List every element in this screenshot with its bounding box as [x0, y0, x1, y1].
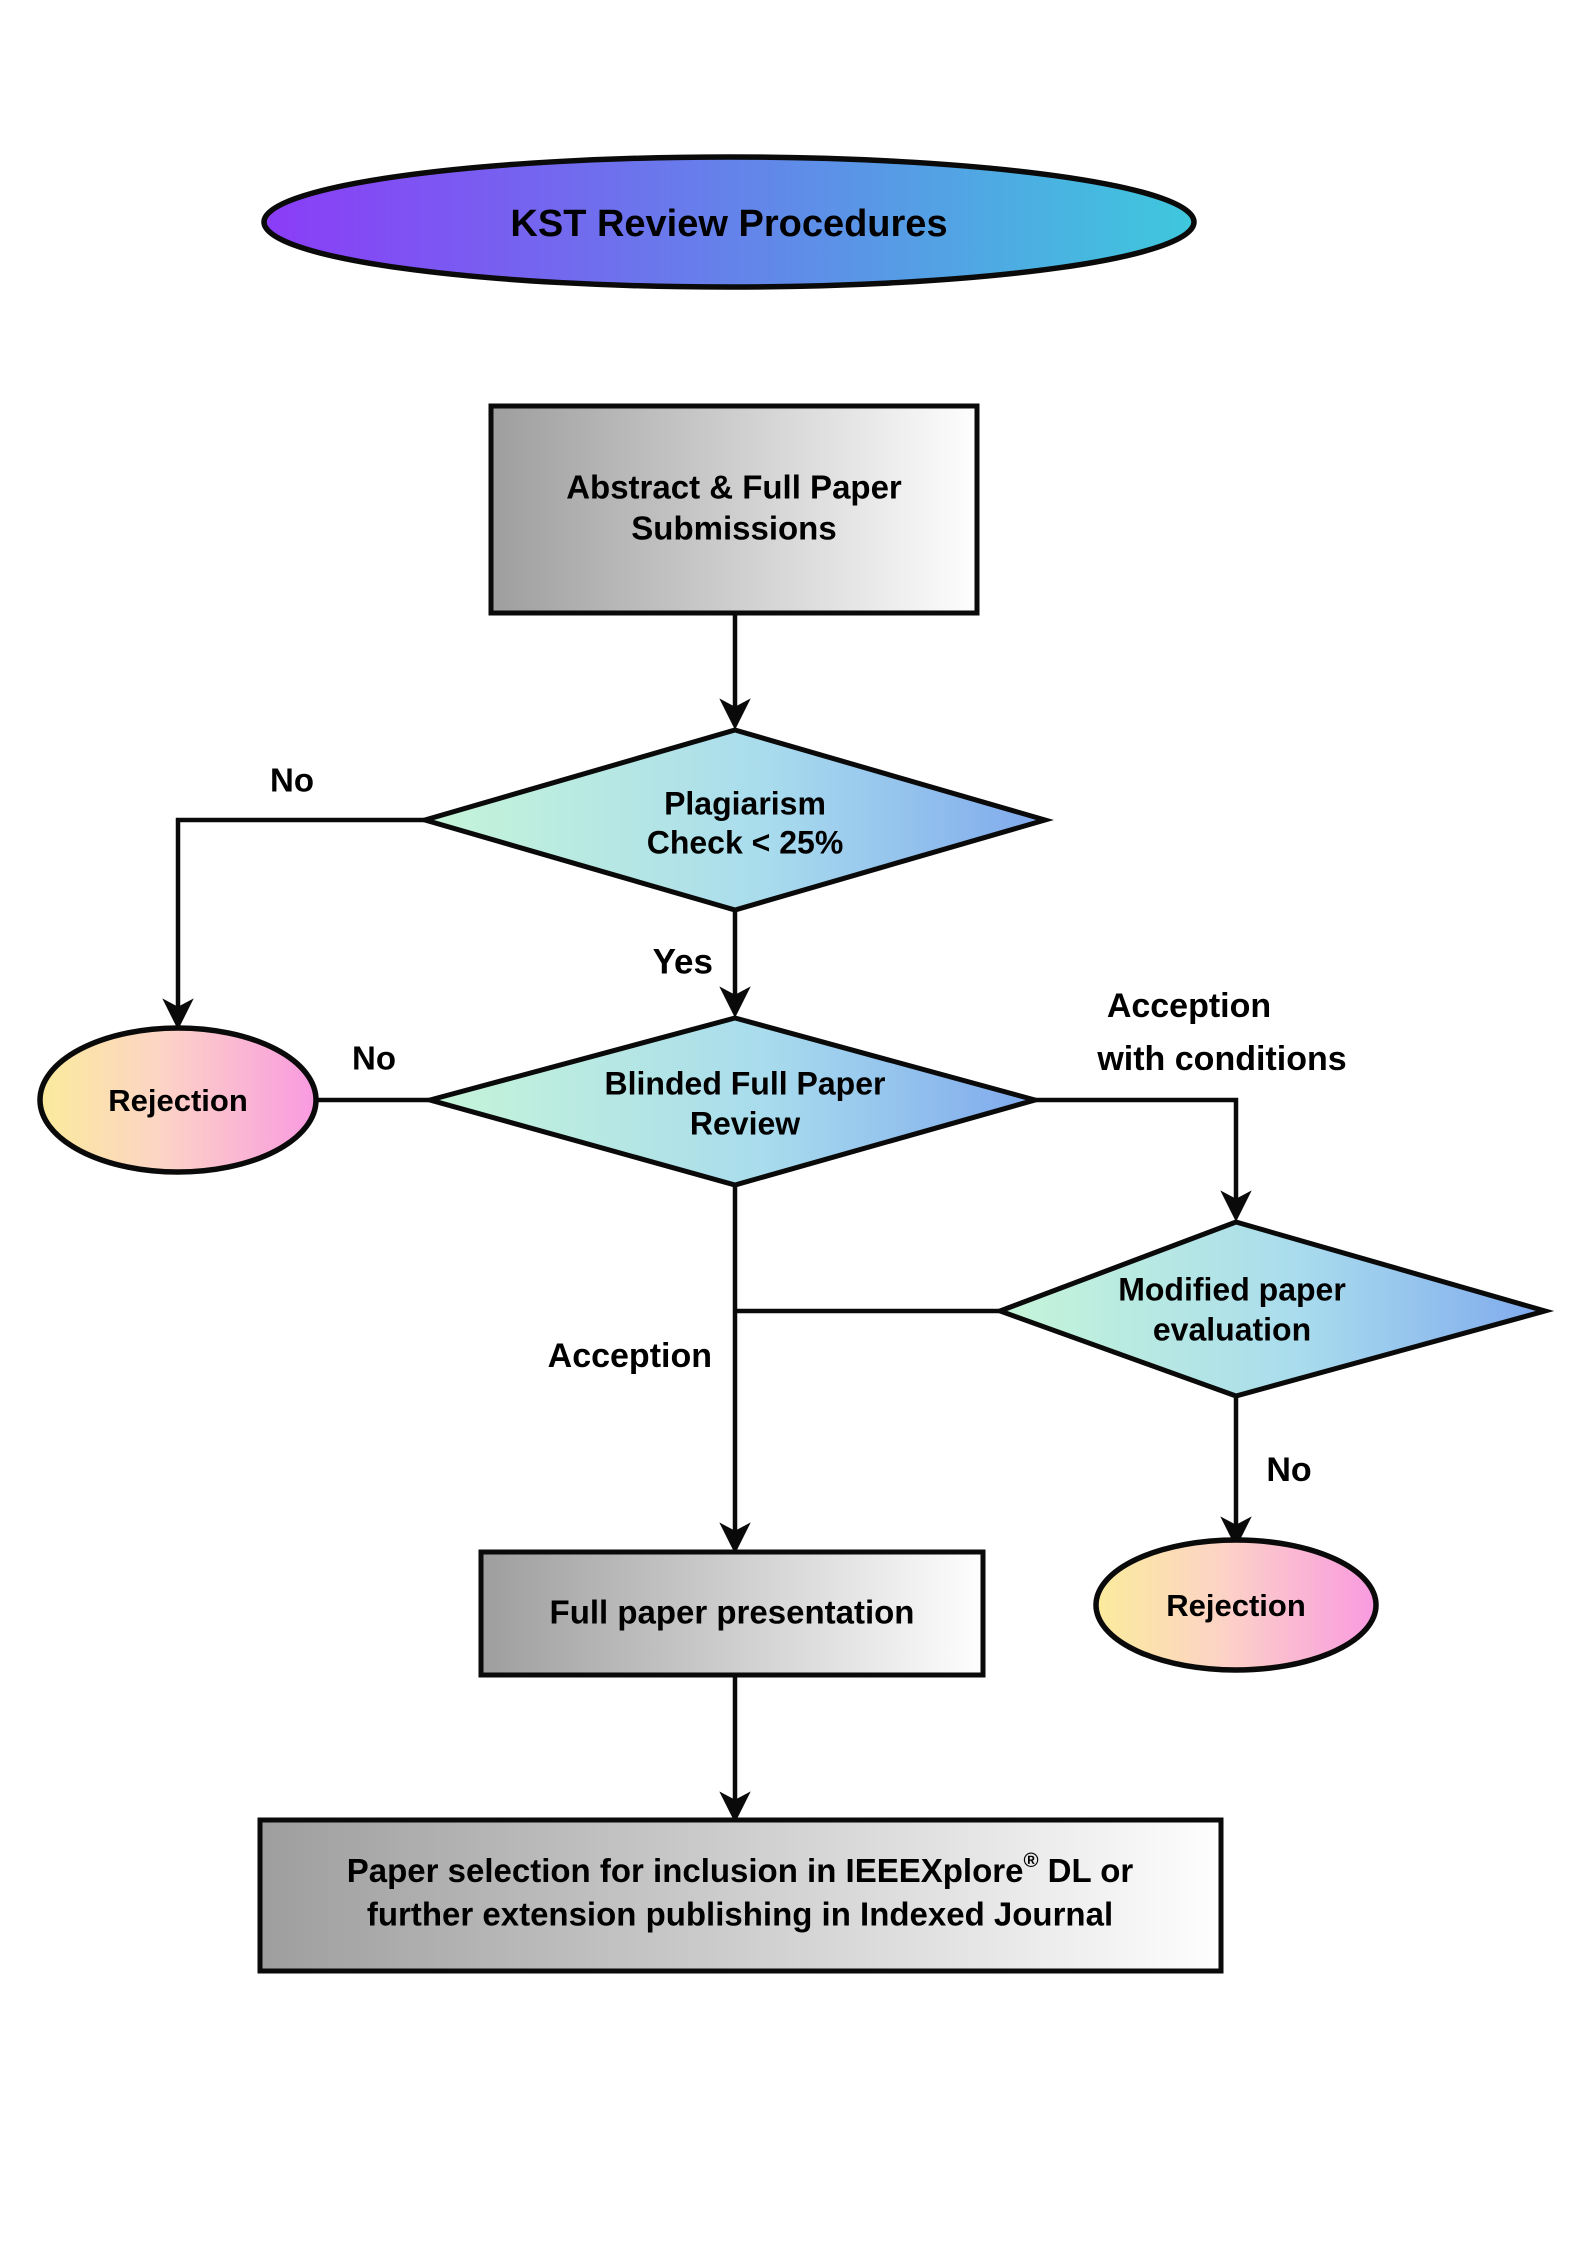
selection-label-line1: Paper selection for inclusion in IEEEXpl…: [347, 1849, 1134, 1889]
plagiarism-label-line2: Check < 25%: [647, 824, 844, 860]
registered-trademark-icon: ®: [1023, 1849, 1038, 1872]
paper-selection-box: [257, 1817, 1224, 1974]
edge-label-no-plagiarism: No: [270, 762, 314, 799]
full-paper-presentation-box: [478, 1549, 986, 1678]
submissions-label-line1: Abstract & Full Paper: [566, 469, 902, 506]
title-ellipse: [261, 154, 1197, 290]
edge-label-no-modified: No: [1266, 1451, 1311, 1489]
modified-paper-evaluation-decision: [992, 1219, 1555, 1399]
rejection2-label: Rejection: [1166, 1588, 1306, 1623]
blinded-label-line1: Blinded Full Paper: [605, 1065, 886, 1101]
blinded-label-line2: Review: [690, 1105, 800, 1141]
edge-label-acception-conditions-line2: with conditions: [1096, 1040, 1346, 1078]
submissions-label-line2: Submissions: [631, 510, 836, 547]
rejection-ellipse-modified: [1093, 1537, 1379, 1673]
rejection1-label: Rejection: [108, 1083, 248, 1118]
presentation-label: Full paper presentation: [550, 1594, 915, 1631]
edge-label-acception: Acception: [548, 1337, 712, 1375]
edge-label-no-blinded: No: [352, 1040, 396, 1077]
edge-label-yes-plagiarism: Yes: [653, 942, 713, 981]
plagiarism-check-decision: [416, 727, 1054, 913]
connector-blinded-conditions-to-modified: [1035, 1097, 1252, 1222]
blinded-full-paper-review-decision: [420, 1015, 1045, 1188]
connector-plagiarism-no-to-rejection: [162, 817, 425, 1030]
selection-label-line2: further extension publishing in Indexed …: [367, 1896, 1113, 1933]
plagiarism-label-line1: Plagiarism: [664, 785, 826, 821]
selection-label-line1-b: DL or: [1039, 1852, 1134, 1889]
modified-label-line2: evaluation: [1153, 1311, 1311, 1347]
modified-label-line1: Modified paper: [1118, 1271, 1346, 1307]
rejection-ellipse-plagiarism: [37, 1025, 319, 1175]
abstract-full-paper-submissions-box: [488, 403, 980, 616]
selection-label-line1-a: Paper selection for inclusion in IEEEXpl…: [347, 1852, 1024, 1889]
title-ellipse-label: KST Review Procedures: [510, 203, 947, 245]
edge-label-acception-conditions-line1: Acception: [1107, 987, 1271, 1025]
